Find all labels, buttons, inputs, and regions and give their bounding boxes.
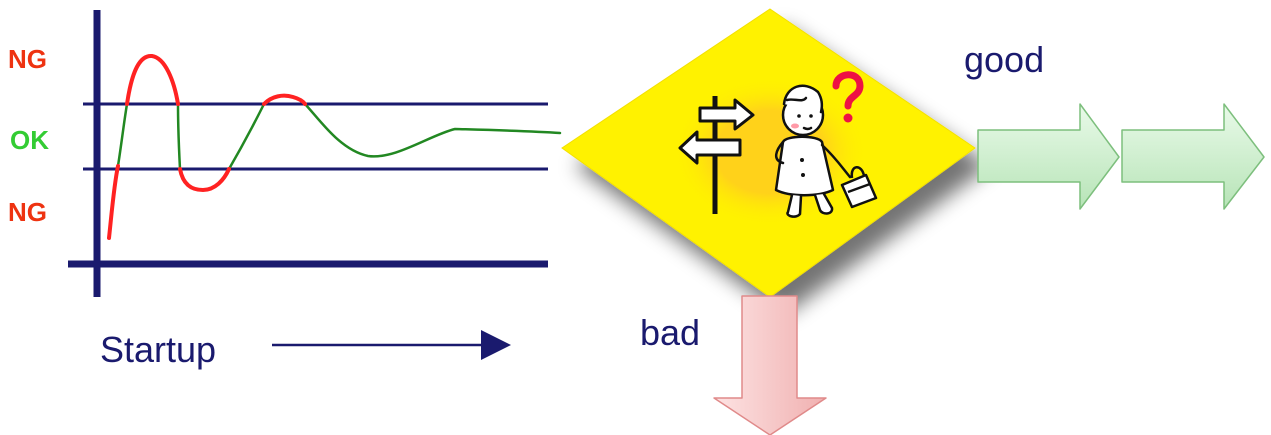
chart-axes xyxy=(68,10,548,297)
good-arrows xyxy=(977,103,1265,210)
level-ng-bottom-label: NG xyxy=(8,197,47,227)
startup-response-curve xyxy=(107,54,562,240)
good-label: good xyxy=(964,39,1045,80)
good-arrow-2 xyxy=(1121,103,1265,210)
question-mark-icon xyxy=(832,71,864,123)
bad-arrow xyxy=(713,295,827,435)
confused-person-icon xyxy=(774,84,852,218)
good-arrow-1 xyxy=(977,103,1120,210)
curve-red-overshoot xyxy=(107,54,307,240)
handbag-icon xyxy=(840,166,878,209)
startup-label: Startup xyxy=(100,329,217,370)
level-ok-label: OK xyxy=(10,125,49,155)
bad-label: bad xyxy=(640,312,701,353)
curve-green-settling xyxy=(116,102,562,171)
level-ng-top-label: NG xyxy=(8,44,47,74)
signpost-icon xyxy=(678,96,755,214)
